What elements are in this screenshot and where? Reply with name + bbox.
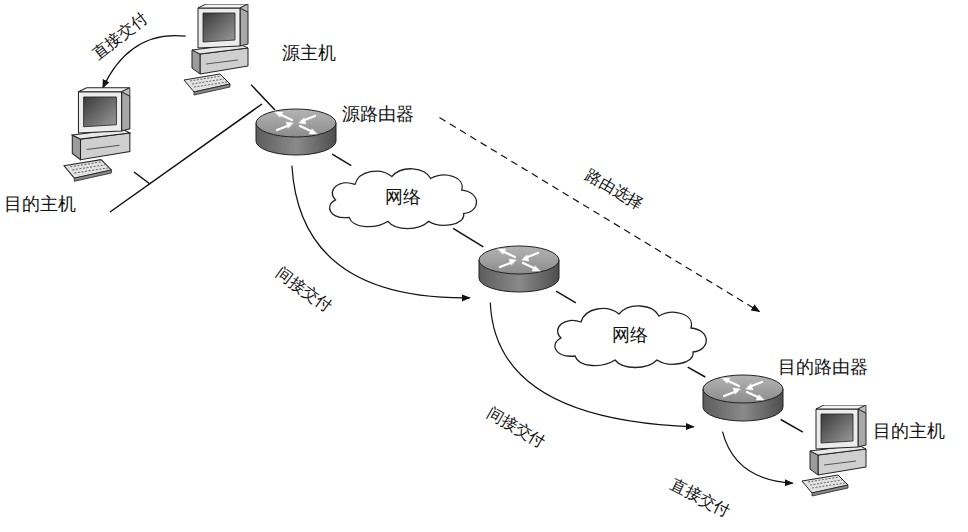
node-label: 目的主机 [873, 420, 945, 442]
cloud-node: 网络 [320, 163, 485, 231]
edge-label: 直接交付 [665, 475, 734, 521]
edge-label: 直接交付 [88, 8, 153, 64]
host-stub [134, 172, 150, 184]
router-node: 源路由器 [255, 108, 337, 156]
node-label: 源主机 [282, 42, 336, 64]
computer-node: 源主机 [182, 4, 254, 96]
lan-bus [110, 104, 262, 212]
router-icon [255, 108, 337, 156]
computer-icon [800, 405, 872, 497]
link-line [251, 85, 275, 110]
delivery-arrow [723, 432, 793, 484]
link-line [453, 228, 483, 247]
computer-node: 目的主机 [62, 86, 136, 184]
edge-label: 路由选择 [580, 165, 648, 215]
router-node [478, 245, 560, 293]
link-line [556, 291, 576, 303]
node-label: 目的主机 [4, 193, 76, 215]
edge-label: 间接交付 [271, 263, 337, 318]
router-icon [478, 245, 560, 293]
routing-arrow [440, 118, 760, 312]
cloud-text: 网络 [612, 324, 648, 346]
link-line [688, 367, 706, 377]
node-label: 源路由器 [342, 103, 414, 125]
link-line [781, 419, 803, 432]
router-icon [702, 374, 784, 422]
router-node: 目的路由器 [702, 374, 784, 422]
computer-icon [62, 86, 136, 184]
node-label: 目的路由器 [778, 356, 868, 378]
edge-label: 间接交付 [482, 403, 550, 453]
computer-node: 目的主机 [800, 405, 872, 497]
cloud-text: 网络 [385, 186, 421, 208]
computer-icon [182, 4, 254, 96]
link-line [332, 154, 351, 166]
cloud-node: 网络 [545, 300, 715, 370]
